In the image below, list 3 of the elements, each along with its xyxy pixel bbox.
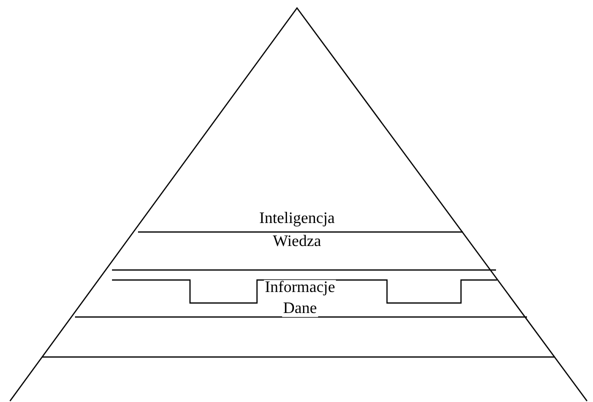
level-label: Dane [282,301,318,317]
level-label: Inteligencja [258,211,336,227]
level-label: Informacje [264,280,336,296]
